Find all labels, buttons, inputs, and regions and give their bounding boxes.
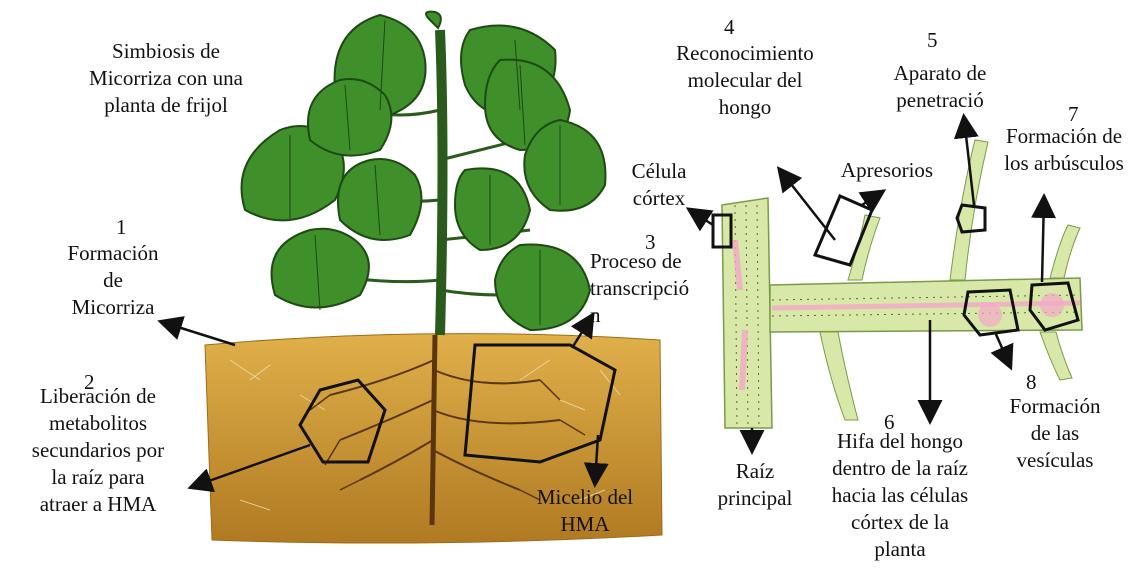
- step-number-8: 8: [1026, 370, 1037, 395]
- label-liberacion: Liberación de metabolitos secundarios po…: [8, 383, 188, 518]
- arrow-vesiculas: [995, 332, 1010, 366]
- label-apresorios: Apresorios: [822, 157, 952, 184]
- label-micelio: Micelio del HMA: [520, 484, 650, 538]
- step-number-5: 5: [927, 28, 938, 53]
- label-hifa: Hifa del hongo dentro de la raíz hacia l…: [810, 428, 990, 563]
- arrow-formacion: [162, 322, 235, 345]
- label-raiz-principal: Raíz principal: [700, 458, 810, 512]
- label-proceso-transcripcion: Proceso de transcripció n: [590, 248, 720, 329]
- label-celula-cortex: Célula córtex: [614, 158, 704, 212]
- label-formacion-micorriza: Formación de Micorriza: [28, 240, 198, 321]
- label-vesiculas: Formación de las vesículas: [990, 393, 1120, 474]
- arrow-apresorios: [862, 192, 882, 205]
- arrow-arbusculos: [1042, 198, 1044, 282]
- arrow-celula: [690, 210, 713, 225]
- step-number-4: 4: [724, 15, 735, 40]
- label-aparato-penetracion: Aparato de penetració: [870, 60, 1010, 114]
- label-reconocimiento: Reconocimiento molecular del hongo: [660, 40, 830, 121]
- label-arbusculos: Formación de los arbúsculos: [986, 123, 1142, 177]
- diagram-title: Simbiosis de Micorriza con una planta de…: [66, 38, 266, 119]
- step-number-1: 1: [116, 215, 127, 240]
